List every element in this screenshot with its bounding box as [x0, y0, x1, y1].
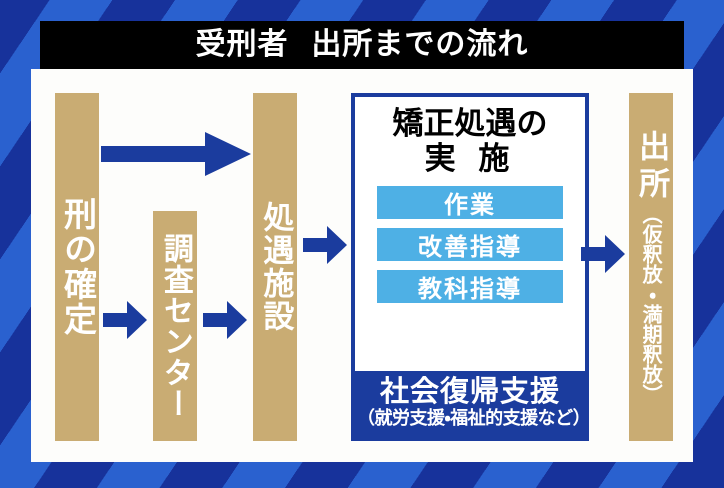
treatment-tag-kaizen-shidou: 改善指導	[377, 228, 563, 262]
step-box-chousa-center: 調査センター	[153, 211, 197, 441]
treatment-panel-heading: 矯正処遇の 実 施	[361, 107, 579, 176]
treatment-panel-top: 矯正処遇の 実 施 作業 改善指導 教科指導	[355, 97, 585, 318]
step-box-kei-no-kakutei: 刑の確定	[55, 93, 99, 441]
arrow-kei-to-shisetsu-icon	[101, 132, 251, 176]
reintegration-support-note: （就労支援・福祉的支援など）	[357, 408, 591, 430]
treatment-tag-kyouka-shidou: 教科指導	[377, 270, 563, 304]
reintegration-support-footer: 社会復帰支援 （就労支援・福祉的支援など）	[355, 371, 591, 437]
arrow-panel-to-release-icon	[581, 235, 625, 273]
shussho-label-sub: （仮釈放・満期釈放）	[639, 204, 664, 404]
shussho-label-main: 出所	[633, 130, 670, 204]
treatment-panel: 矯正処遇の 実 施 作業 改善指導 教科指導 社会復帰支援 （就労支援・福祉的支…	[351, 93, 591, 441]
treatment-tag-sagyou: 作業	[377, 186, 563, 220]
treatment-heading-line1: 矯正処遇の	[392, 106, 548, 142]
title-bar: 受刑者 出所までの流れ	[40, 21, 684, 69]
arrow-shisetsu-to-panel-icon	[303, 226, 347, 264]
step-label-shussho: 出所（仮釈放・満期釈放）	[633, 130, 670, 404]
reintegration-support-title: 社会復帰支援	[379, 374, 560, 409]
step-label-shoguu-shisetsu: 処遇施設	[257, 201, 294, 333]
step-label-chousa-center: 調査センター	[157, 233, 193, 419]
step-box-shoguu-shisetsu: 処遇施設	[253, 93, 297, 441]
treatment-tag-list: 作業 改善指導 教科指導	[361, 186, 579, 311]
arrow-kei-to-center-icon	[103, 301, 147, 339]
step-label-kei-no-kakutei: 刑の確定	[58, 197, 98, 337]
treatment-heading-line2: 実 施	[424, 140, 516, 177]
step-box-shussho: 出所（仮釈放・満期釈放）	[629, 93, 673, 441]
page-title: 受刑者 出所までの流れ	[195, 27, 529, 62]
diagram-card: 刑の確定 調査センター 処遇施設 矯正処遇の	[31, 69, 693, 462]
arrow-center-to-shisetsu-icon	[203, 301, 247, 339]
